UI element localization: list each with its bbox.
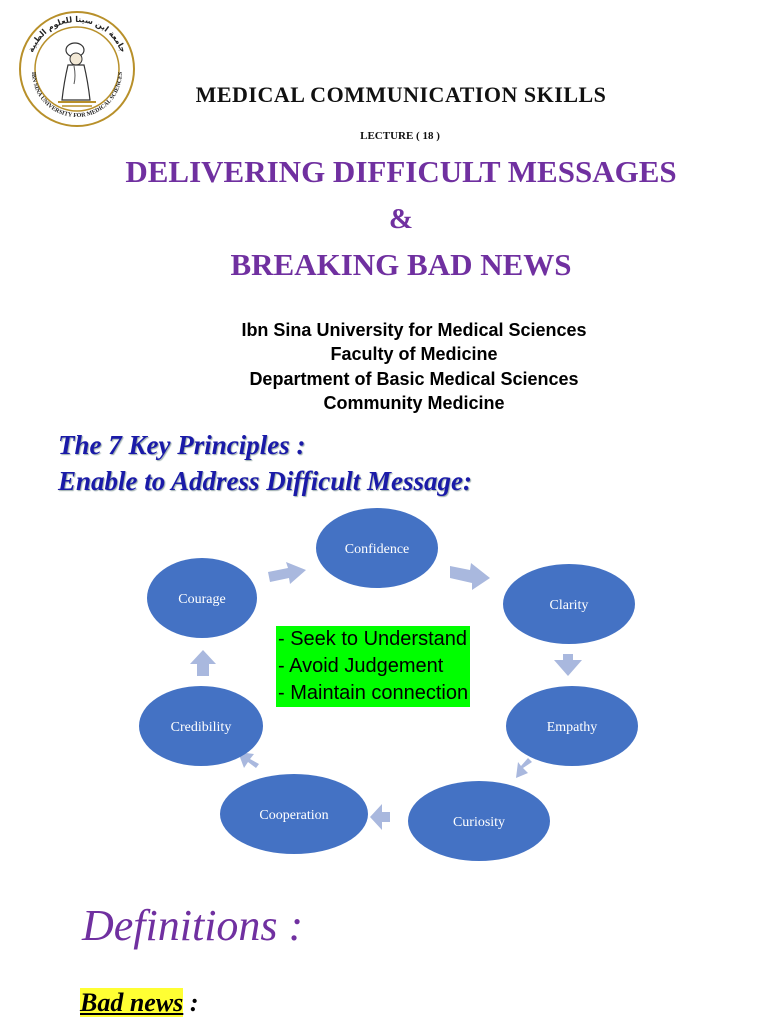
arrow-icon [450,563,490,590]
arrow-icon [554,654,582,676]
center-points-box: - Seek to Understand - Avoid Judgement -… [276,626,471,707]
node-label: Clarity [550,598,589,613]
node-label: Credibility [171,720,232,735]
center-point: - Seek to Understand [278,628,467,650]
principles-cycle-diagram: Confidence Clarity Empathy Curiosity Coo… [139,508,638,861]
cycle-arrows [190,562,582,830]
center-point: - Avoid Judgement [278,655,444,677]
arrow-icon [516,758,532,778]
node-cooperation: Cooperation [220,774,368,854]
principles-heading: The 7 Key Principles : [58,430,306,460]
node-credibility: Credibility [139,686,263,766]
title-ampersand: & [388,203,414,235]
main-title-line2: BREAKING BAD NEWS [230,247,572,282]
definitions-heading: Definitions : [82,901,304,950]
node-courage: Courage [147,558,257,638]
department-name: Department of Basic Medical Sciences [249,369,579,389]
node-label: Courage [178,592,225,607]
node-label: Cooperation [259,808,328,823]
node-empathy: Empathy [506,686,638,766]
faculty-name: Faculty of Medicine [330,344,498,364]
university-name: Ibn Sina University for Medical Sciences [241,320,587,340]
subject-name: Community Medicine [323,393,505,413]
main-title-line1: DELIVERING DIFFICULT MESSAGES [125,154,677,189]
node-label: Curiosity [453,815,505,830]
arrow-icon [190,650,216,676]
bad-news-label: Bad news [80,988,184,1017]
node-confidence: Confidence [316,508,438,588]
course-title: MEDICAL COMMUNICATION SKILLS [195,82,607,107]
center-point: - Maintain connection [278,682,469,704]
principles-subheading: Enable to Address Difficult Message: [58,466,473,496]
lecture-number: LECTURE ( 18 ) [360,130,440,142]
university-logo: جامعة ابن سينا للعلوم الطبية IBN SINA UN… [19,11,135,127]
node-label: Empathy [547,720,598,735]
bad-news-term: Bad news : [80,988,198,1018]
scholar-figure-icon [58,42,96,107]
node-label: Confidence [345,542,410,557]
arrow-icon [268,562,306,584]
arrow-icon [370,804,390,830]
arrow-icon [238,752,259,768]
node-curiosity: Curiosity [408,781,550,861]
node-clarity: Clarity [503,564,635,644]
bad-news-colon: : [183,988,199,1017]
